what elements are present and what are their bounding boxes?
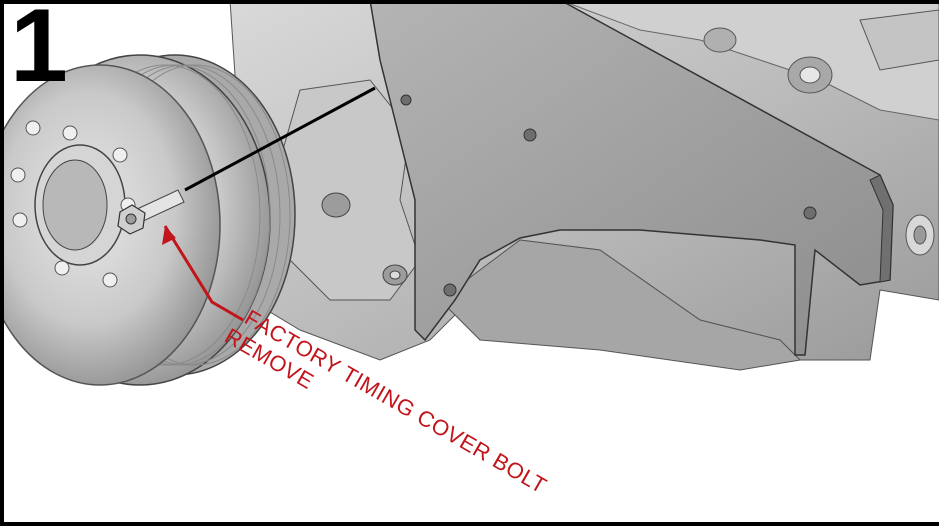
step-number: 1	[10, 0, 68, 104]
timing-cover-bolt-icon	[117, 189, 185, 235]
callout-arrow	[162, 225, 244, 322]
leader-line	[184, 86, 376, 192]
mounting-bracket-icon	[369, 0, 894, 356]
